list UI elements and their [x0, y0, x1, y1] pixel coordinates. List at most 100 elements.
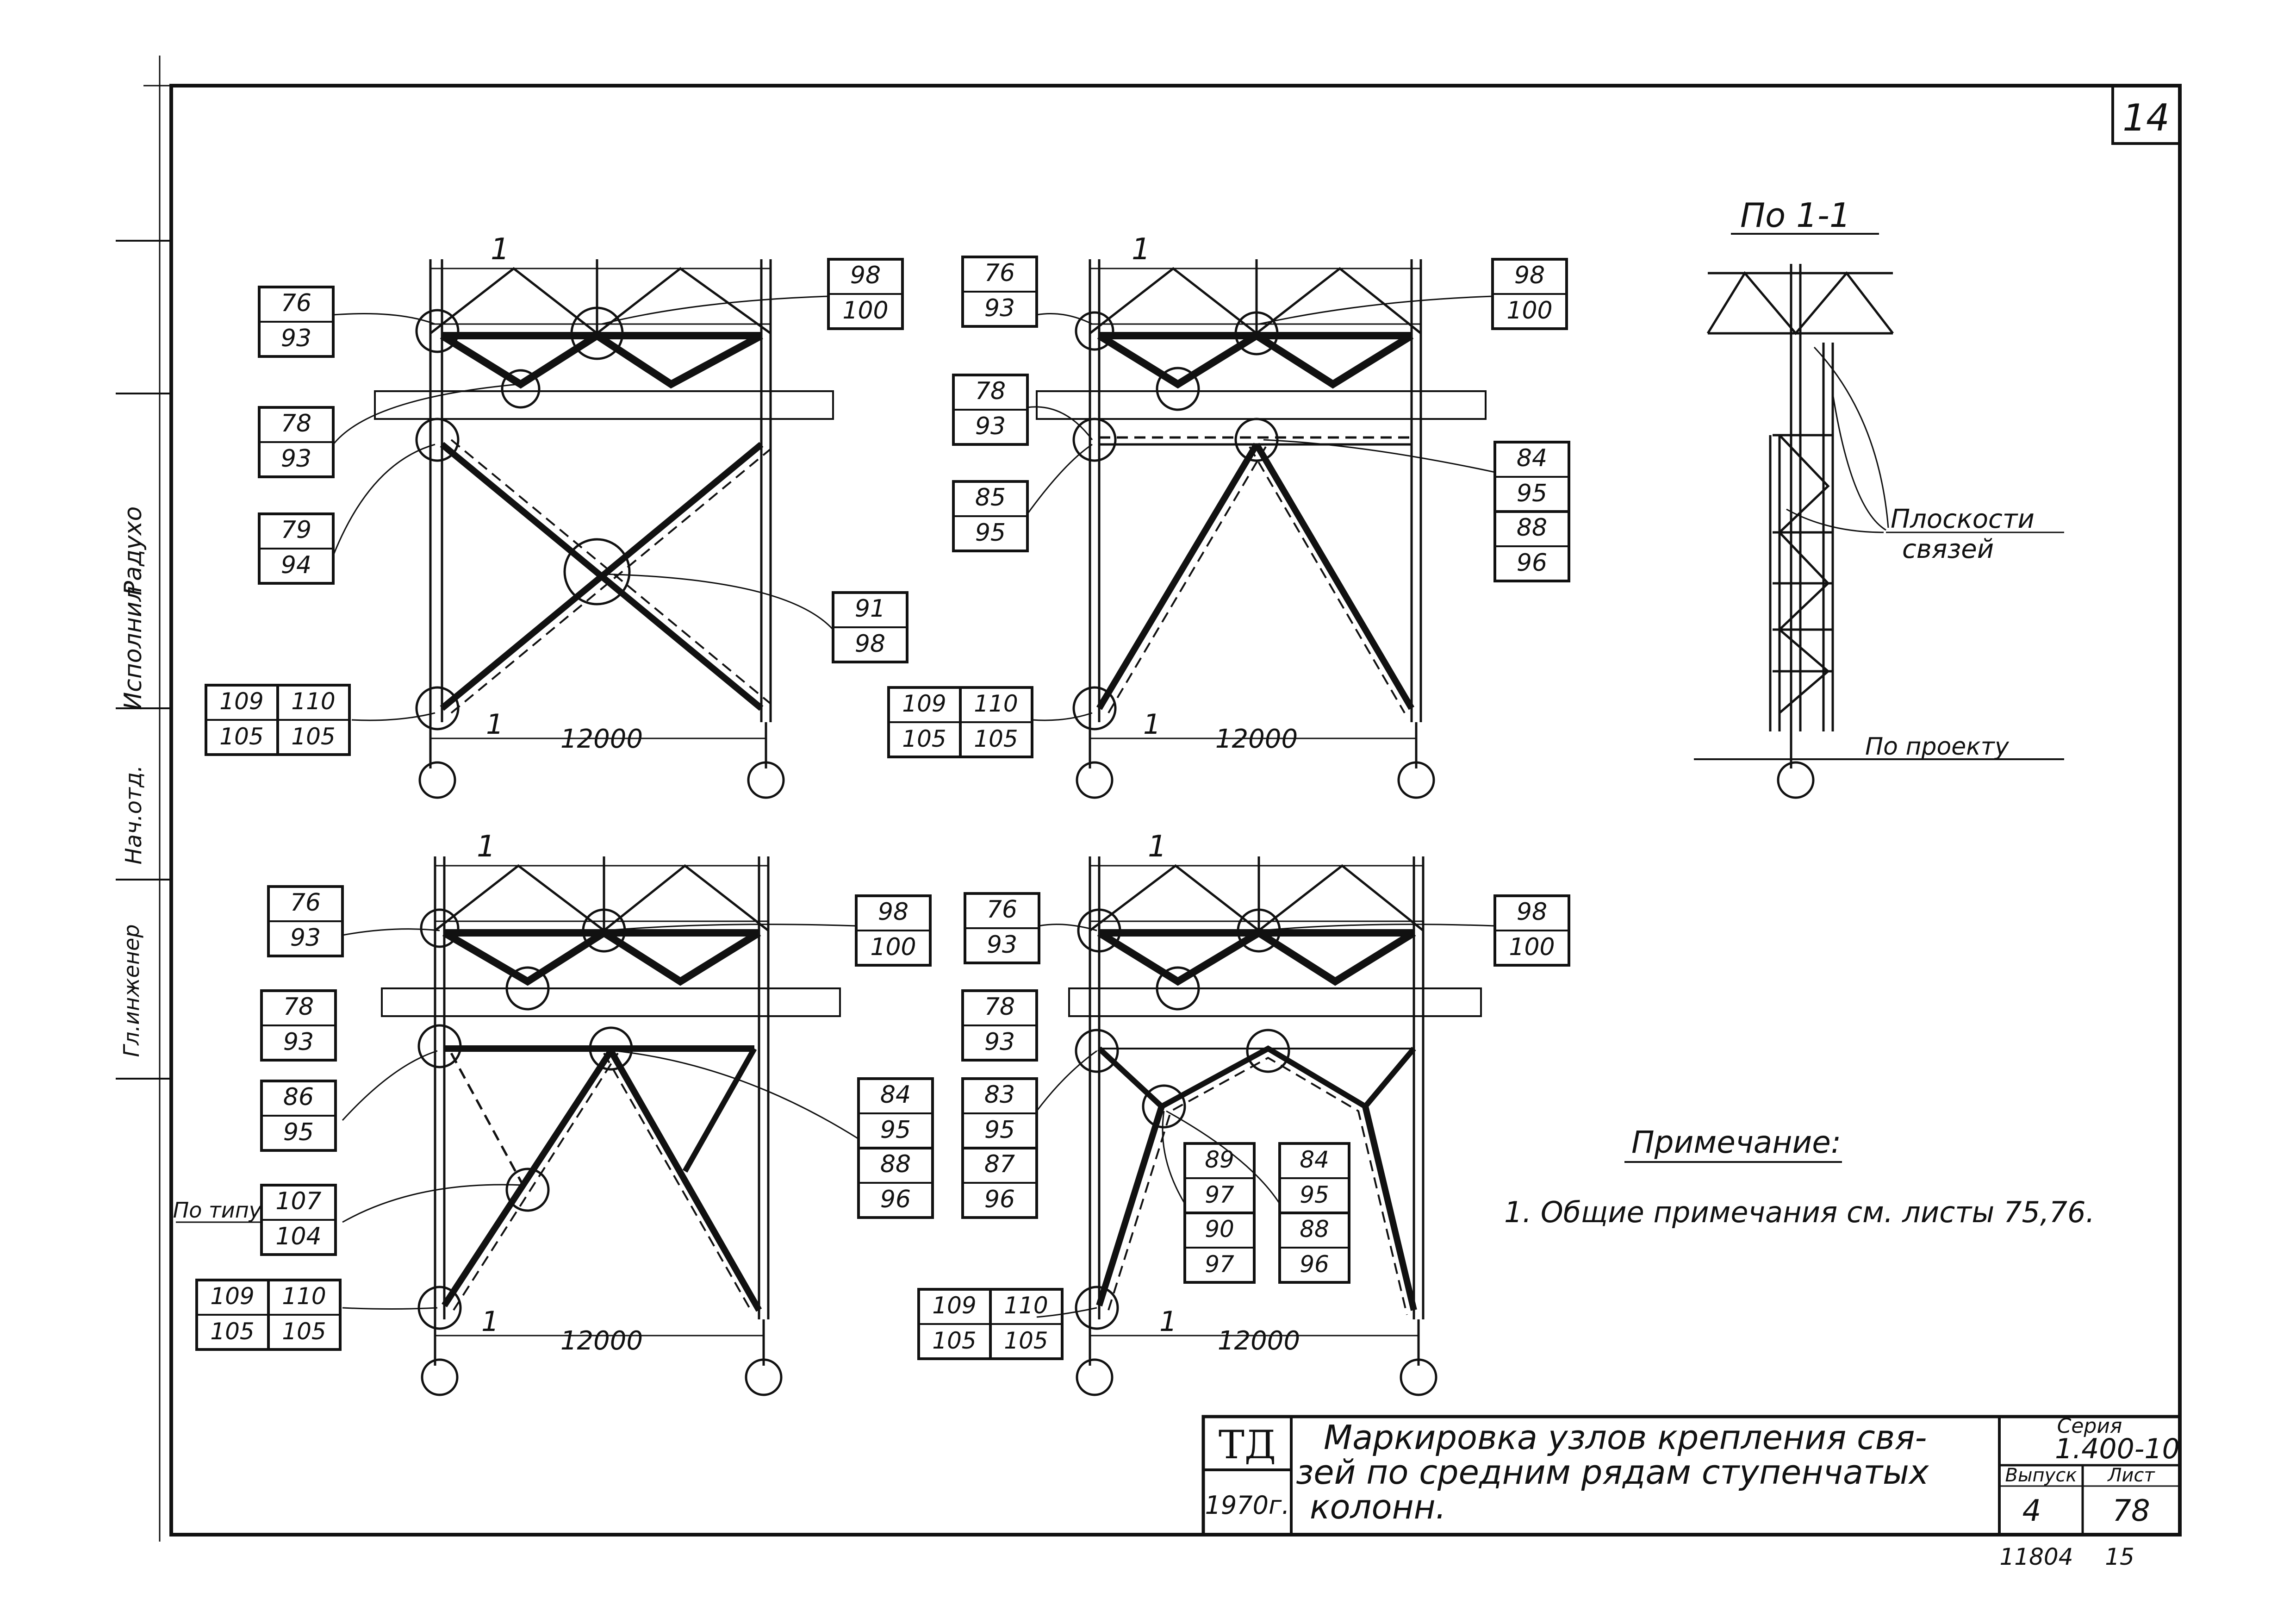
span-dimension: 12000 [560, 724, 643, 754]
svg-text:105: 105 [282, 1318, 326, 1345]
issue-label: Выпуск [2005, 1465, 2077, 1486]
svg-text:105: 105 [291, 723, 335, 750]
title-year: 1970г. [1205, 1491, 1290, 1520]
svg-text:95: 95 [984, 1116, 1015, 1144]
svg-text:105: 105 [210, 1318, 254, 1345]
svg-text:110: 110 [291, 688, 335, 715]
side-label: Гл.инженер [119, 924, 144, 1057]
svg-text:96: 96 [1300, 1251, 1329, 1278]
node-tag: 98 100 [1493, 894, 1570, 967]
svg-text:100: 100 [870, 933, 916, 961]
svg-text:95: 95 [975, 519, 1006, 547]
svg-text:94: 94 [281, 551, 311, 579]
svg-text:110: 110 [282, 1283, 326, 1310]
title-block: ТД 1970г. Маркировка узлов крепления свя… [1201, 1414, 2182, 1537]
svg-text:100: 100 [1509, 933, 1555, 961]
section-view-title: По 1-1 [1740, 196, 1851, 235]
svg-text:98: 98 [878, 898, 908, 926]
node-tag: 84 95 88 96 [1278, 1142, 1350, 1284]
svg-text:110: 110 [1004, 1292, 1048, 1319]
svg-text:93: 93 [290, 924, 321, 952]
node-tag: 109 105 110 105 [205, 684, 351, 756]
node-tag: 78 93 [961, 989, 1038, 1062]
issue-value: 4 [2022, 1494, 2041, 1528]
svg-text:109: 109 [932, 1292, 976, 1319]
node-tag: 83 95 87 96 [961, 1077, 1038, 1219]
sheet-corner-number: 14 [2122, 96, 2170, 139]
svg-text:84: 84 [880, 1081, 911, 1109]
svg-text:98: 98 [850, 262, 881, 289]
node-tag: 107 104 [260, 1184, 337, 1256]
node-tag: 85 95 [952, 480, 1029, 552]
svg-text:93: 93 [984, 1028, 1015, 1056]
sheet-value: 78 [2112, 1494, 2150, 1528]
svg-text:100: 100 [1506, 297, 1552, 325]
section-mark: 1 [1143, 708, 1161, 741]
svg-text:84: 84 [1517, 444, 1547, 472]
svg-text:109: 109 [210, 1283, 254, 1310]
node-tag: 98 100 [1491, 258, 1568, 330]
node-tag: 78 93 [260, 989, 337, 1062]
drawing-title: Маркировка узлов крепления свя- [1324, 1418, 1927, 1457]
section-mark: 1 [491, 232, 510, 267]
svg-text:78: 78 [283, 993, 314, 1021]
planes-label: связей [1902, 534, 1994, 564]
panel-d: 1 1 12000 76 93 98 100 78 93 [917, 830, 1570, 1396]
svg-text:83: 83 [984, 1081, 1015, 1109]
svg-text:91: 91 [855, 595, 885, 623]
svg-text:104: 104 [275, 1223, 321, 1250]
series-label: Серия [2057, 1414, 2122, 1438]
svg-text:84: 84 [1300, 1146, 1329, 1173]
node-tag: 79 94 [258, 512, 335, 585]
span-dimension: 12000 [1215, 724, 1298, 754]
node-tag: 109 105 110 105 [887, 686, 1033, 758]
svg-text:93: 93 [984, 294, 1015, 322]
span-dimension: 12000 [1218, 1326, 1300, 1356]
section-mark: 1 [477, 830, 496, 864]
svg-text:90: 90 [1205, 1216, 1234, 1243]
sheet-label: Лист [2107, 1465, 2155, 1486]
svg-text:105: 105 [1004, 1327, 1048, 1354]
node-tag: 78 93 [952, 374, 1029, 446]
svg-text:93: 93 [987, 931, 1017, 959]
node-tag: 89 97 90 97 [1183, 1142, 1256, 1284]
svg-text:78: 78 [281, 410, 311, 437]
side-strip [116, 240, 171, 1080]
node-tag: 98 100 [827, 258, 904, 330]
side-label: Исполнил [119, 586, 147, 710]
node-tag: 76 93 [961, 256, 1038, 328]
svg-text:105: 105 [932, 1327, 976, 1354]
node-tag: 76 93 [267, 885, 344, 957]
doc-code: 11804 [1999, 1543, 2073, 1570]
svg-text:105: 105 [219, 723, 263, 750]
svg-text:85: 85 [975, 484, 1006, 512]
panel-c: 1 1 12000 76 93 98 100 78 93 [173, 830, 934, 1396]
node-tag: 76 93 [964, 892, 1040, 964]
svg-text:100: 100 [842, 297, 888, 325]
panel-a: 1 1 12000 76 93 98 100 78 9 [205, 232, 908, 799]
svg-text:107: 107 [275, 1187, 321, 1215]
section-view: По 1-1 Плоскости связей [1694, 196, 2064, 799]
svg-text:93: 93 [281, 325, 311, 352]
svg-text:93: 93 [283, 1028, 314, 1056]
node-tag: 76 93 [258, 286, 335, 358]
svg-text:88: 88 [880, 1150, 911, 1178]
svg-text:76: 76 [281, 289, 311, 317]
planes-label: Плоскости [1891, 504, 2035, 534]
svg-text:105: 105 [902, 725, 946, 752]
svg-text:78: 78 [975, 377, 1006, 405]
svg-text:79: 79 [281, 516, 311, 544]
panel-b: 1 1 12000 76 93 98 100 78 93 [887, 232, 1570, 799]
node-tag: 78 93 [258, 406, 335, 478]
node-tag: 98 100 [855, 894, 932, 967]
svg-text:110: 110 [974, 690, 1018, 717]
svg-text:95: 95 [880, 1116, 911, 1144]
svg-text:98: 98 [855, 630, 885, 658]
svg-text:95: 95 [1300, 1181, 1329, 1208]
org-mark: ТД [1219, 1422, 1276, 1468]
svg-text:86: 86 [283, 1083, 314, 1111]
section-mark: 1 [1148, 830, 1167, 864]
svg-text:109: 109 [902, 690, 946, 717]
svg-text:96: 96 [984, 1186, 1015, 1213]
